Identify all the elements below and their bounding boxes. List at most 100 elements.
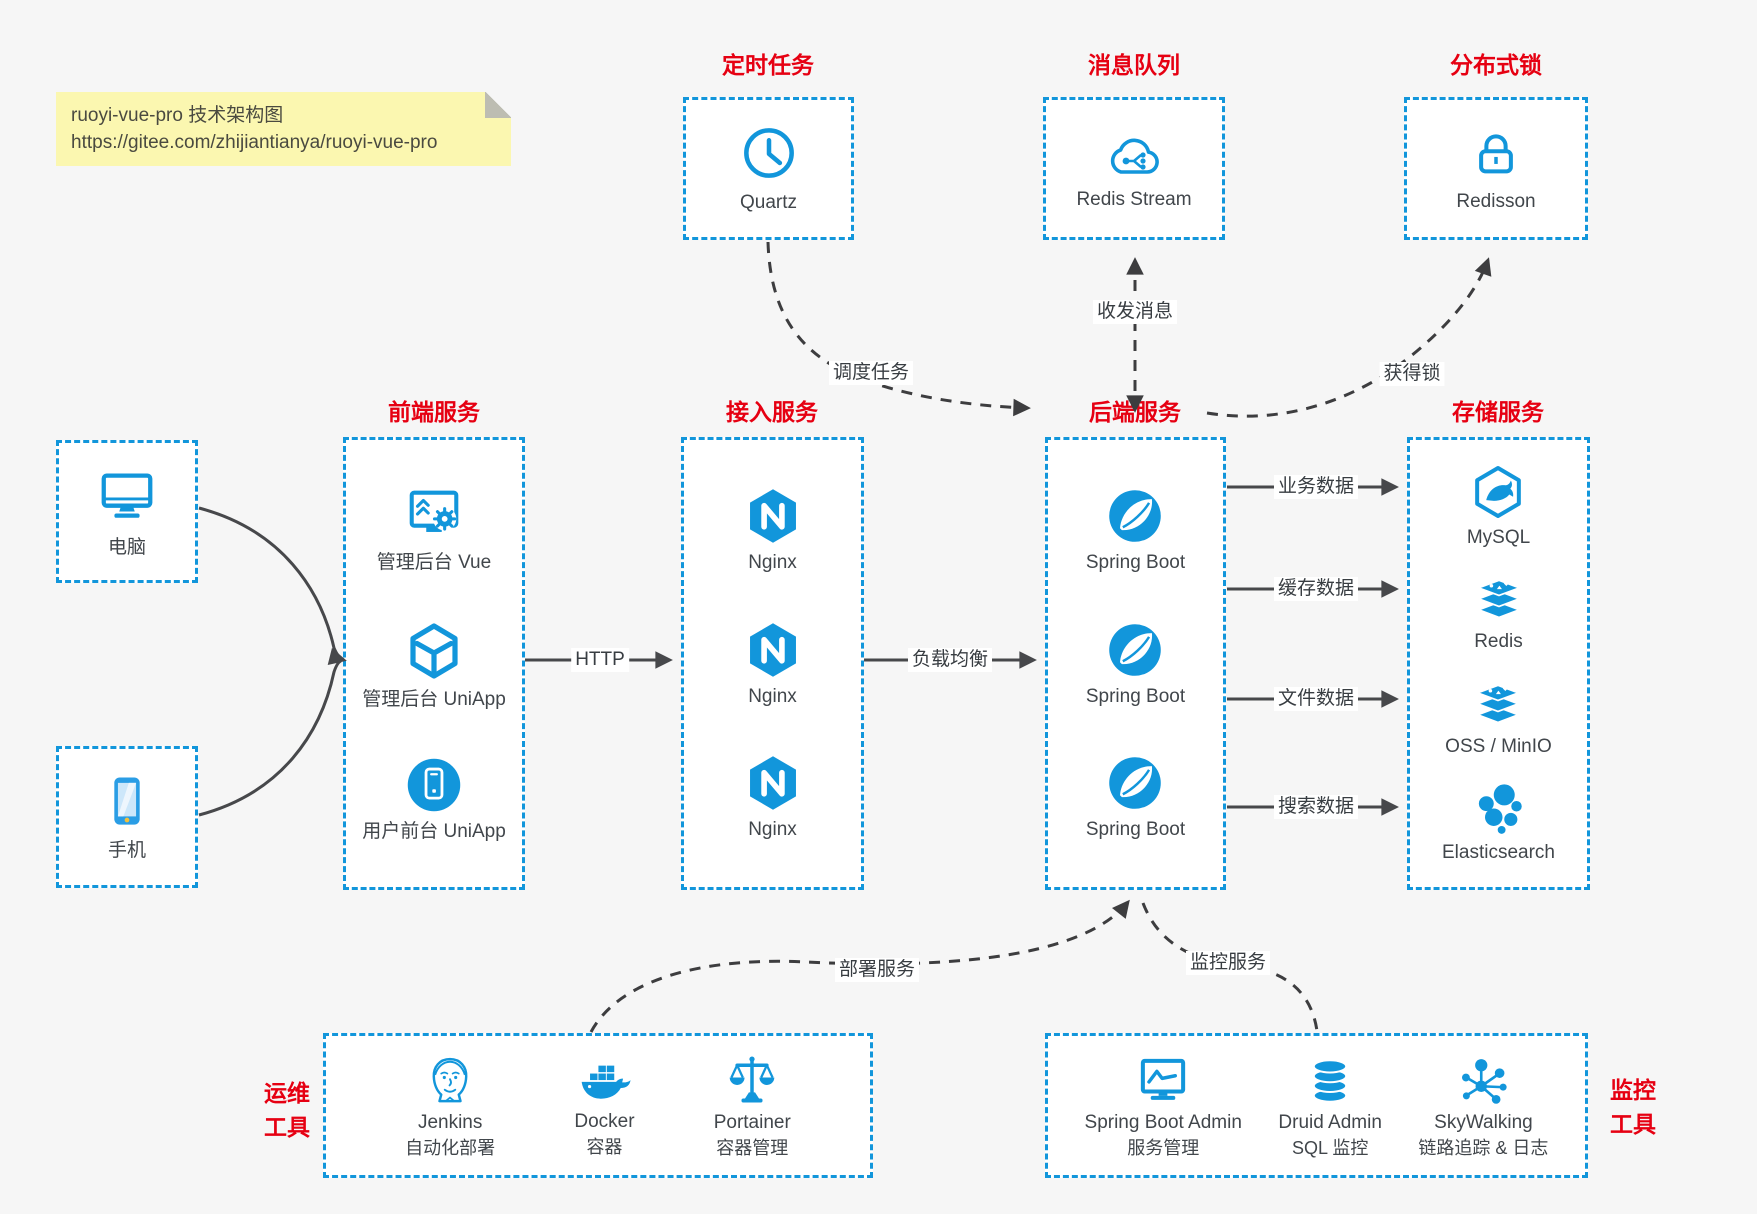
title-monitoring-tools: 监控 工具: [1610, 1077, 1656, 1137]
desktop-icon: [96, 465, 158, 527]
admin-uniapp-node: 管理后台 UniApp: [362, 619, 506, 711]
docker-name: Docker: [574, 1110, 635, 1132]
edge-mobile-to-frontend: [198, 659, 342, 817]
business-data-label: 业务数据: [1273, 475, 1359, 499]
monitoring-tools-box: Spring Boot Admin 服务管理 Druid Admin SQL 监…: [1045, 1033, 1588, 1178]
title-frontend-services: 前端服务: [388, 399, 480, 425]
note-fold-corner: [485, 92, 511, 118]
portainer-desc: 容器管理: [716, 1137, 789, 1158]
spring-boot-node: Spring Boot: [1086, 620, 1185, 708]
docker-whale-icon: [574, 1054, 634, 1108]
cloud-network-icon: [1102, 127, 1166, 179]
nginx-label: Nginx: [748, 819, 797, 841]
mobile-label: 手机: [107, 840, 146, 861]
title-gateway-services: 接入服务: [726, 399, 818, 425]
nginx-node: Nginx: [743, 486, 803, 574]
portainer-name: Portainer: [713, 1111, 791, 1133]
docker-desc: 容器: [586, 1136, 623, 1157]
file-data-label: 文件数据: [1273, 687, 1359, 711]
mobile-client-box: 手机: [56, 746, 198, 888]
spring-boot-node: Spring Boot: [1086, 753, 1185, 841]
load-balance-label: 负载均衡: [907, 648, 993, 672]
title-scheduled-tasks: 定时任务: [722, 52, 814, 78]
redisson-box: Redisson: [1404, 97, 1588, 240]
redis-label: Redis: [1474, 631, 1523, 653]
quartz-label: Quartz: [739, 191, 798, 213]
spring-boot-node: Spring Boot: [1086, 486, 1185, 574]
topology-icon: [1455, 1053, 1511, 1109]
redis-stream-label: Redis Stream: [1076, 188, 1192, 210]
redisson-label: Redisson: [1456, 190, 1536, 212]
druid-admin-node: Druid Admin SQL 监控: [1278, 1053, 1382, 1159]
spring-icon: [1105, 486, 1165, 546]
elasticsearch-icon: [1471, 780, 1527, 836]
pc-label: 电脑: [107, 536, 146, 558]
spring-boot-admin-name: Spring Boot Admin: [1084, 1111, 1242, 1133]
docker-node: Docker 容器: [574, 1054, 635, 1158]
spring-boot-label: Spring Boot: [1085, 819, 1186, 841]
mysql-node: MySQL: [1467, 463, 1530, 549]
edge-pc-to-frontend: [198, 506, 347, 665]
schedule-task-label: 调度任务: [828, 361, 914, 385]
cache-data-label: 缓存数据: [1273, 577, 1359, 601]
backend-box: Spring Boot Spring Boot Spring Boot: [1045, 437, 1226, 890]
spring-boot-label: Spring Boot: [1085, 551, 1186, 573]
storage-box: MySQL Redis OSS / MinIO Elasticsearch: [1407, 437, 1590, 890]
spring-boot-admin-desc: 服务管理: [1127, 1137, 1200, 1158]
scale-icon: [724, 1053, 780, 1109]
spring-boot-admin-node: Spring Boot Admin 服务管理: [1085, 1053, 1242, 1159]
lock-icon: [1468, 125, 1524, 181]
storage-stack-icon: [1471, 676, 1525, 730]
note-title: ruoyi-vue-pro 技术架构图: [71, 105, 284, 126]
http-label: HTTP: [571, 648, 629, 672]
admin-vue-node: 管理后台 Vue: [377, 484, 491, 574]
skywalking-desc: 链路追踪 & 日志: [1418, 1137, 1549, 1158]
acquire-lock-label: 获得锁: [1379, 362, 1445, 386]
search-data-label: 搜索数据: [1273, 795, 1359, 819]
title-backend-services: 后端服务: [1089, 399, 1181, 425]
nginx-node: Nginx: [743, 753, 803, 841]
elasticsearch-label: Elasticsearch: [1442, 842, 1555, 864]
user-uniapp-node: 用户前台 UniApp: [362, 755, 506, 843]
user-app-icon: [404, 755, 464, 815]
ops-tools-box: Jenkins 自动化部署 Docker 容器 Portainer 容器管理: [323, 1033, 873, 1178]
title-ops-tools: 运维 工具: [264, 1080, 310, 1140]
jenkins-icon: [422, 1053, 478, 1109]
oss-minio-label: OSS / MinIO: [1445, 735, 1552, 757]
redis-stack-icon: [1472, 571, 1526, 625]
nginx-icon: [743, 486, 803, 546]
clock-icon: [740, 124, 798, 182]
uniapp-cube-icon: [402, 619, 466, 683]
send-receive-message-label: 收发消息: [1092, 300, 1178, 324]
phone-icon: [98, 772, 156, 830]
title-storage-services: 存储服务: [1452, 399, 1544, 425]
redis-stream-box: Redis Stream: [1043, 97, 1225, 240]
oss-minio-node: OSS / MinIO: [1445, 676, 1552, 758]
nginx-label: Nginx: [748, 551, 797, 573]
skywalking-node: SkyWalking 链路追踪 & 日志: [1418, 1053, 1548, 1159]
spring-boot-label: Spring Boot: [1085, 685, 1186, 707]
mysql-label: MySQL: [1466, 526, 1531, 548]
gateway-box: Nginx Nginx Nginx: [681, 437, 864, 890]
mysql-icon: [1469, 463, 1527, 521]
druid-admin-desc: SQL 监控: [1291, 1137, 1369, 1158]
elasticsearch-node: Elasticsearch: [1442, 780, 1555, 864]
nginx-label: Nginx: [748, 685, 797, 707]
redis-node: Redis: [1472, 571, 1526, 653]
pc-client-box: 电脑: [56, 440, 198, 583]
user-uniapp-label: 用户前台 UniApp: [362, 820, 506, 842]
admin-uniapp-label: 管理后台 UniApp: [362, 688, 506, 710]
deploy-service-label: 部署服务: [834, 958, 920, 982]
quartz-box: Quartz: [683, 97, 854, 240]
title-message-queue: 消息队列: [1088, 52, 1180, 78]
monitor-service-label: 监控服务: [1185, 951, 1271, 975]
druid-admin-name: Druid Admin: [1278, 1111, 1382, 1133]
jenkins-desc: 自动化部署: [405, 1137, 496, 1158]
skywalking-name: SkyWalking: [1434, 1111, 1533, 1133]
frontend-box: 管理后台 Vue 管理后台 UniApp 用户前台 UniApp: [343, 437, 525, 890]
note-url: https://gitee.com/zhijiantianya/ruoyi-vu…: [71, 132, 438, 153]
monitor-chart-icon: [1135, 1053, 1191, 1109]
admin-vue-label: 管理后台 Vue: [376, 552, 492, 574]
edge-acquire-lock: [1206, 257, 1492, 418]
